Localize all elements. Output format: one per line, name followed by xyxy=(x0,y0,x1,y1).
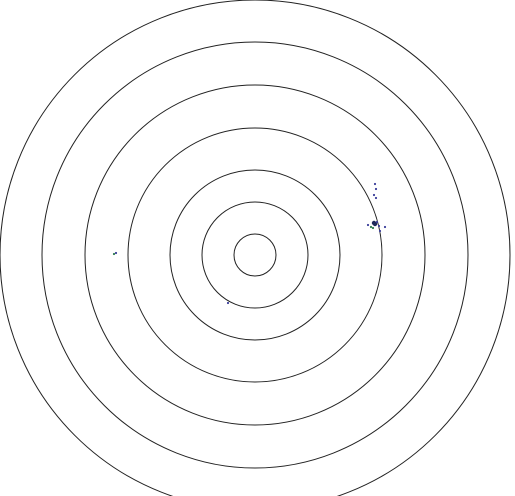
scatter-dot-9 xyxy=(375,220,379,224)
ring-6 xyxy=(41,41,469,469)
ring-2 xyxy=(201,201,309,309)
ring-1 xyxy=(233,233,277,277)
scatter-dot-12 xyxy=(383,225,387,229)
scatter-dot-3 xyxy=(372,193,376,197)
scatter-dot-4 xyxy=(374,196,378,200)
scatter-dot-8 xyxy=(372,221,378,227)
scatter-dot-15 xyxy=(114,251,118,255)
ring-4 xyxy=(127,127,383,383)
scatter-dot-16 xyxy=(226,301,230,305)
ring-5 xyxy=(84,84,426,426)
scatter-dot-5 xyxy=(366,223,370,227)
marks-group xyxy=(112,182,387,305)
scatter-dot-11 xyxy=(378,229,382,233)
scatter-dot-1 xyxy=(373,182,377,186)
scatter-dot-10 xyxy=(377,224,381,228)
ring-3 xyxy=(169,169,341,341)
scatter-dot-13 xyxy=(371,226,375,230)
scatter-dot-14 xyxy=(112,252,116,256)
scatter-dot-2 xyxy=(374,187,378,191)
scatter-dot-6 xyxy=(369,225,373,229)
